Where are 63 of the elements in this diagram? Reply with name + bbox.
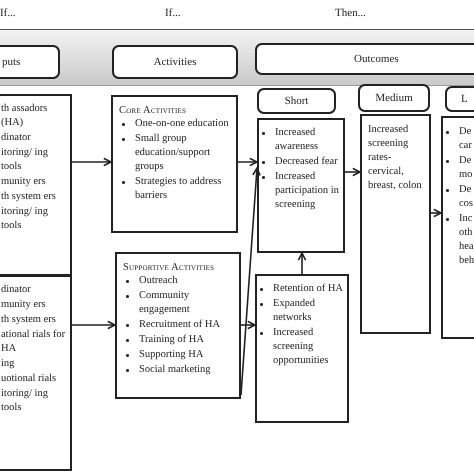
arrow [241,320,256,330]
box-text: th system ers [1,313,57,327]
column-label: If... [0,7,16,19]
content-box [255,274,349,423]
box-heading: Core Activities [119,104,188,118]
arrow [72,158,112,166]
box-text: uotional rials [1,372,58,386]
box-text: itoring/ ing tools [1,205,49,233]
header-text: L [461,93,468,105]
box-text: munity ers [1,175,47,189]
header-box [257,88,336,114]
content-box [111,95,238,233]
arrow [431,208,442,218]
arrow [240,167,261,396]
list-item: Recruitment of HA [123,318,235,332]
content-box [115,252,241,399]
list-item: Increased screening opportunities [257,326,344,368]
arrow [72,320,116,330]
list-item: Inc oth hea beh [443,212,474,268]
list-item: Training of HA [123,333,235,347]
list-item: Expanded networks [257,297,344,325]
content-box [0,275,72,471]
content-box [360,114,431,334]
column-label: Then... [335,7,366,19]
column-label: If... [165,7,181,19]
content-box [0,94,72,276]
header-band [0,29,474,86]
list-item: De car [443,125,474,153]
list-item: De cos [443,183,474,211]
header-text: Outcomes [354,53,399,65]
box-text: dinator [1,131,32,145]
list-item: Supporting HA [123,348,235,362]
list-item: Outreach [123,274,235,288]
arrow [238,158,258,166]
arrow [345,168,361,176]
list-item: Strategies to address barriers [119,175,232,203]
content-box [257,118,345,253]
box-text: th assadors (HA) [1,102,48,130]
box-heading: Supportive Activities [123,261,216,275]
header-text: Activities [154,56,196,68]
arrow [298,252,306,274]
list-item: De mo [443,154,474,182]
list-item: Increased participation in screening [259,170,340,212]
list-item: Decreased fear [259,155,340,169]
box-text: ing [1,357,16,371]
header-box [0,45,60,79]
header-box [112,45,238,79]
header-text: Short [284,95,308,107]
box-text: munity ers [1,298,47,312]
box-text: Increased screening rates- cervical, breast, colon [368,123,423,193]
list-item: Social marketing [123,363,235,377]
header-text: puts [2,56,20,68]
header-box [358,84,430,112]
box-text: dinator [1,283,32,297]
box-text: itoring/ ing tools [1,387,49,415]
list-item: Increased awareness [259,126,340,154]
header-text: Medium [375,92,413,104]
list-item: Small group education/support groups [119,132,232,174]
list-item: Retention of HA [257,282,344,296]
list-item: Community engagement [123,289,235,317]
list-item: One-on-one education [119,117,232,131]
header-box [255,43,474,75]
box-text: th system ers [1,190,57,204]
